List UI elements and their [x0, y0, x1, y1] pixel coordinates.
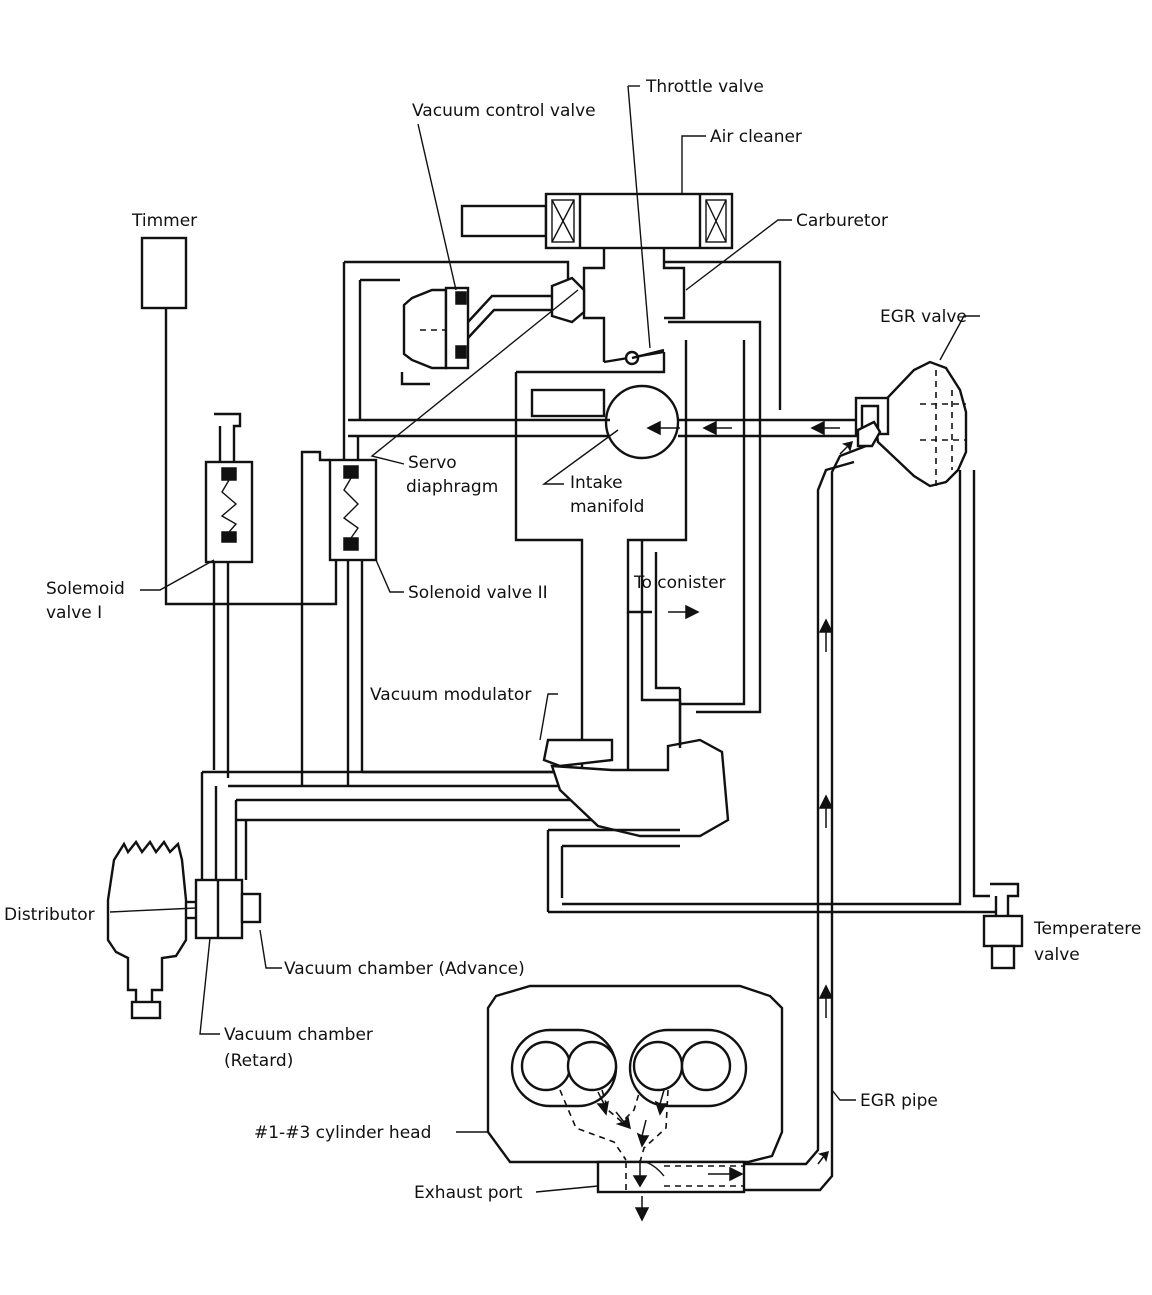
label-timmer: Timmer	[132, 211, 198, 231]
label-distributor: Distributor	[4, 905, 95, 925]
solenoid-valve-2	[300, 260, 570, 786]
label-to-conister: To conister	[634, 573, 726, 593]
carburetor	[582, 248, 782, 690]
label-solenoid-valve-2: Solenoid valve II	[408, 583, 548, 603]
label-exhaust-port: Exhaust port	[414, 1183, 523, 1203]
label-solenoid-valve-1-b: valve I	[46, 603, 103, 623]
timer-box	[140, 236, 338, 606]
label-cylinder-head: #1-#3 cylinder head	[254, 1123, 432, 1143]
label-throttle-valve: Throttle valve	[646, 77, 764, 97]
temperature-valve	[548, 470, 1024, 970]
vacuum-modulator	[542, 340, 762, 912]
vacuum-lines	[200, 770, 650, 880]
distributor	[106, 839, 262, 1020]
label-vacuum-chamber-advance: Vacuum chamber (Advance)	[284, 959, 525, 979]
label-manifold: manifold	[570, 497, 645, 517]
throttle-valve	[624, 348, 665, 366]
intake-manifold	[348, 340, 870, 775]
label-egr-valve: EGR valve	[880, 307, 967, 327]
exhaust-port	[596, 1144, 834, 1194]
label-vacuum-chamber-retard-b: (Retard)	[224, 1051, 294, 1071]
label-vacuum-chamber-retard-a: Vacuum chamber	[224, 1025, 373, 1045]
egr-valve	[816, 360, 968, 1152]
label-temperatere-valve: valve	[1034, 945, 1080, 965]
label-vacuum-modulator: Vacuum modulator	[370, 685, 532, 705]
label-intake: Intake	[570, 473, 623, 493]
label-diaphragm: diaphragm	[406, 477, 499, 497]
label-carburetor: Carburetor	[796, 211, 888, 231]
vacuum-control-valve	[400, 276, 586, 386]
solenoid-valve-1	[204, 412, 254, 778]
label-egr-pipe: EGR pipe	[860, 1091, 938, 1111]
cylinder-head	[486, 984, 784, 1164]
label-servo: Servo	[408, 453, 457, 473]
label-air-cleaner: Air cleaner	[710, 127, 802, 147]
air-cleaner	[460, 192, 734, 250]
label-solenoid-valve-1-a: Solemoid	[46, 579, 125, 599]
flow-arrows	[596, 420, 854, 1222]
label-vacuum-control-valve: Vacuum control valve	[412, 101, 596, 121]
leader-lines	[109, 85, 980, 1193]
label-temperatere: Temperatere	[1034, 919, 1142, 939]
